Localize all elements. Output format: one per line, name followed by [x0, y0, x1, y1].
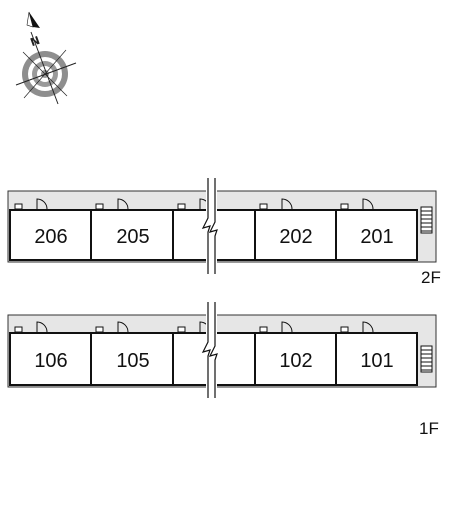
floor-label: 2F	[421, 268, 441, 287]
unit-105: 105	[90, 332, 174, 386]
unit-number: 102	[279, 350, 312, 372]
unit-206: 206	[9, 209, 92, 261]
unit-number: 201	[360, 226, 393, 248]
unit-106: 106	[9, 332, 92, 386]
unit-205: 205	[90, 209, 174, 261]
break-symbol	[201, 178, 218, 274]
unit-202: 202	[254, 209, 337, 261]
unit-102: 102	[254, 332, 337, 386]
floor-label: 1F	[419, 419, 439, 438]
unit-number: 105	[116, 350, 149, 372]
floor-2f: 206 205 202 201	[7, 178, 441, 287]
break-symbol	[201, 302, 218, 398]
unit-101: 101	[335, 332, 418, 386]
stairs-icon	[420, 206, 433, 234]
door-icons	[14, 321, 374, 333]
compass-north-label: N	[29, 34, 42, 49]
stairs-icon	[420, 345, 433, 373]
unit-number: 205	[116, 226, 149, 248]
unit-number: 202	[279, 226, 312, 248]
unit-number: 206	[34, 226, 67, 248]
floor-1f: 106 105 102 101	[7, 302, 439, 438]
unit-number: 106	[34, 350, 67, 372]
compass-rose-icon: N	[15, 11, 77, 105]
unit-201: 201	[335, 209, 418, 261]
unit-number: 101	[360, 350, 393, 372]
